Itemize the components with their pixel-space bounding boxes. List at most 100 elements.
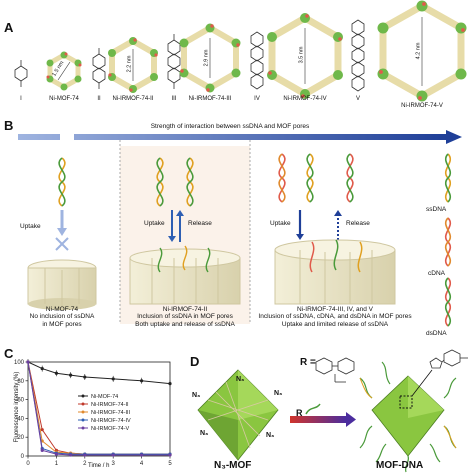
mof-block-1	[27, 259, 97, 310]
panel-a-letter: A	[4, 20, 14, 35]
strength-arrow-bar	[18, 134, 446, 140]
cross-icon	[55, 237, 69, 251]
linker-label-iii: III	[171, 96, 177, 102]
caption-2-line-3: Both uptake and release of ssDNA	[135, 320, 235, 328]
caption-2-line-1: Ni-IRMOF-74-II	[162, 306, 208, 313]
chart-x-label: Time / h	[88, 463, 110, 469]
series-line-0	[27, 361, 171, 385]
release-label-2: Release	[188, 220, 212, 227]
x-tick-label: 2	[83, 461, 87, 467]
legend-cdna-icon	[444, 217, 452, 267]
series-point-4	[111, 453, 115, 457]
panel-b-letter: B	[4, 118, 14, 133]
dna-ssdna-2	[156, 157, 194, 207]
legend-label-1: Ni-IRMOF-74-II	[91, 402, 129, 408]
uptake-label-1: Uptake	[20, 223, 41, 230]
strength-arrow-label: Strength of interaction between ssDNA an…	[150, 123, 310, 130]
legend-label-2: Ni-IRMOF-74-III	[91, 410, 131, 416]
x-tick-label: 0	[26, 461, 30, 467]
mof-block-2	[129, 245, 241, 305]
linker-label-iv: IV	[254, 96, 260, 102]
legend-label-3: Ni-IRMOF-74-IV	[91, 418, 131, 424]
plot-frame	[27, 361, 171, 457]
x-tick-label: 4	[140, 461, 144, 467]
linker-label-v: V	[355, 96, 360, 102]
legend-ssdna-label: ssDNA	[426, 206, 447, 213]
strength-arrow-head	[446, 130, 462, 144]
n3-label-5: N₃	[236, 376, 245, 383]
size-label-2: 2.2 nm	[126, 55, 133, 73]
size-label-4: 3.5 nm	[298, 46, 305, 64]
linker-v	[351, 19, 365, 92]
panel-d-letter: D	[190, 354, 200, 369]
mof-dna-crystal	[359, 361, 457, 473]
series-line-4	[27, 361, 170, 456]
linker-iv	[250, 31, 264, 90]
legend-marker-0	[81, 394, 85, 398]
legend-label-0: Ni-MOF-74	[91, 394, 118, 400]
series-point-4	[54, 452, 59, 456]
n3-label-1: N₃	[192, 392, 201, 399]
caption-3-line-3: Uptake and limited release of ssDNA	[281, 320, 389, 328]
y-tick-label: 20	[17, 435, 24, 441]
mof-label-1: Ni-MOF-74	[49, 96, 79, 102]
linker-label-i: I	[20, 96, 22, 102]
n3-mof-label: N₃-MOF	[214, 460, 252, 471]
caption-1-line-2: No inclusion of ssDNA	[29, 313, 95, 321]
panel-b-figure	[18, 130, 462, 327]
series-point-1	[40, 428, 44, 432]
caption-irmof-iii-v: Ni-IRMOF-74-III, IV, and V Inclusion of …	[256, 306, 414, 328]
legend-marker-2	[81, 410, 85, 414]
release-label-3: Release	[346, 220, 370, 227]
r-arrow-label: R	[296, 408, 303, 418]
ring-irmof-74-ii	[108, 37, 158, 93]
legend-marker-3	[81, 418, 85, 422]
series-point-4	[140, 453, 144, 457]
x-tick-label: 1	[55, 461, 59, 467]
mof-label-4: Ni-IRMOF-74-IV	[283, 96, 327, 102]
panel-a-figure	[14, 0, 467, 102]
caption-2-line-2: Inclusion of ssDNA in MOF pores	[137, 313, 233, 321]
ring-irmof-74-iv	[267, 13, 343, 99]
uptake-label-3: Uptake	[270, 220, 291, 227]
n3-label-3: N₃	[200, 430, 209, 437]
y-tick-label: 80	[17, 379, 24, 385]
linker-label-ii: II	[97, 96, 101, 102]
y-tick-label: 100	[14, 360, 25, 366]
n3-mof-crystal	[197, 369, 279, 461]
size-label-3: 2.9 nm	[203, 49, 210, 67]
r-equals-label: R =	[300, 357, 316, 368]
caption-1-line-3: in MOF pores	[42, 320, 82, 328]
reaction-arrow	[290, 416, 346, 423]
legend-marker-1	[81, 402, 85, 406]
r-structure	[315, 357, 355, 383]
mof-label-5: Ni-IRMOF-74-V	[401, 103, 443, 109]
panel-c-letter: C	[4, 346, 14, 361]
legend-ssdna-icon	[444, 153, 452, 203]
series-line-3	[27, 361, 170, 455]
n3-label-4: N₃	[266, 432, 275, 439]
size-label-5: 4.2 nm	[415, 42, 422, 60]
ring-irmof-74-iii	[179, 23, 241, 93]
series-point-4	[83, 453, 87, 457]
chart-y-label: Fluorescence intensity (%)	[14, 371, 20, 443]
linker-i	[14, 60, 28, 87]
series-line-1	[27, 361, 170, 455]
caption-irmof-ii: Ni-IRMOF-74-II Inclusion of ssDNA in MOF…	[122, 306, 248, 328]
caption-3-line-1: Ni-IRMOF-74-III, IV, and V	[297, 306, 373, 313]
mof-label-2: Ni-IRMOF-74-II	[112, 96, 154, 102]
legend-dsdna-icon	[444, 277, 452, 327]
legend-label-4: Ni-IRMOF-74-V	[91, 426, 130, 432]
x-tick-label: 3	[112, 461, 116, 467]
series-point-4	[26, 360, 30, 364]
series-point-4	[168, 453, 172, 457]
mof-dna-label: MOF-DNA	[376, 460, 424, 471]
uptake-label-2: Uptake	[144, 220, 165, 227]
y-tick-label: 60	[17, 398, 24, 404]
caption-mof-74: Ni-MOF-74 No inclusion of ssDNA in MOF p…	[12, 306, 112, 328]
caption-3-line-2: Inclusion of ssDNA, cDNA, and dsDNA in M…	[258, 313, 412, 321]
linker-ii	[92, 48, 106, 89]
